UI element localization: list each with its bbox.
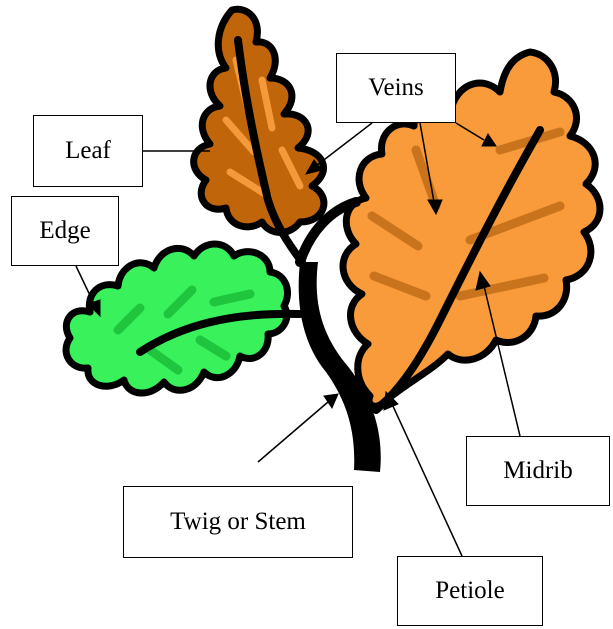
petiole-pointer-line [392,404,462,556]
midrib-label: Midrib [466,436,610,506]
green-leaf [66,244,300,393]
twig-or-stem-label: Twig or Stem [123,486,353,558]
edge-label: Edge [11,196,119,266]
leaf-label: Leaf [33,115,143,187]
twig-pointer-line [258,402,328,462]
veins-label: Veins [336,53,456,123]
twig-arrowhead [324,394,338,408]
petiole-label: Petiole [397,556,543,626]
brown-leaf [194,9,324,262]
brown-leaf-blade [194,9,324,232]
